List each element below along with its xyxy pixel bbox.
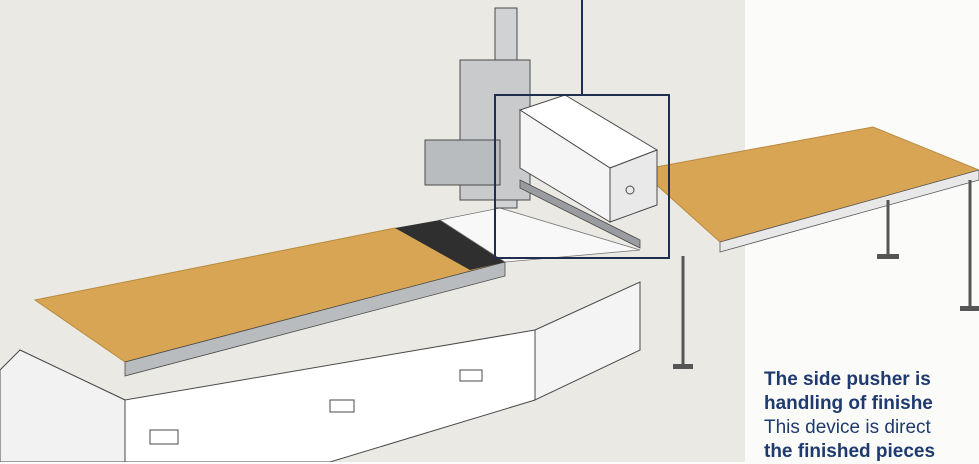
outfeed-table-foot bbox=[877, 254, 899, 259]
callout bbox=[494, 0, 670, 259]
side-pusher-side bbox=[609, 149, 658, 223]
base-vent bbox=[459, 369, 483, 382]
machine-base bbox=[0, 281, 641, 462]
work-table-white-section bbox=[438, 207, 641, 263]
caption-line-3: This device is direct bbox=[764, 417, 931, 438]
caption-line-2: handling of finishe bbox=[764, 393, 933, 414]
outfeed-table-foot bbox=[673, 364, 693, 369]
outfeed-table bbox=[638, 126, 979, 369]
base-vent bbox=[329, 399, 355, 413]
side-pusher bbox=[518, 94, 659, 249]
outfeed-table-top bbox=[638, 126, 979, 243]
caption-line-1: The side pusher is bbox=[764, 369, 931, 390]
work-table bbox=[33, 207, 641, 377]
side-pusher-indicator bbox=[625, 185, 635, 195]
outfeed-table-foot bbox=[960, 306, 979, 311]
machine-base-end bbox=[0, 349, 126, 462]
work-table-rail bbox=[124, 261, 506, 377]
base-vent bbox=[149, 429, 179, 445]
outfeed-table-edge bbox=[719, 169, 979, 253]
caption-line-4: the finished pieces bbox=[764, 441, 936, 462]
machine-base-side bbox=[534, 281, 641, 401]
highlight-frame bbox=[494, 94, 670, 259]
caption-text-block: The side pusher is handling of finishe T… bbox=[764, 368, 979, 464]
work-table-dark-strip bbox=[395, 220, 505, 270]
gantry-motor-unit bbox=[424, 139, 501, 186]
side-pusher-blade bbox=[519, 179, 641, 249]
